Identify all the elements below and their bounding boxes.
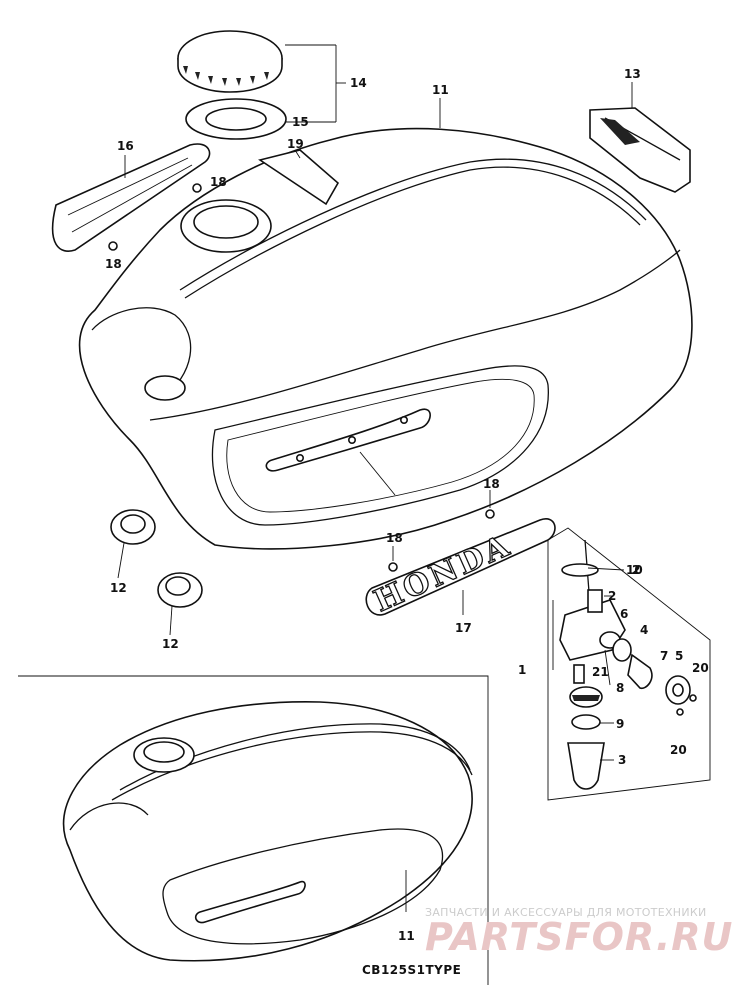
callout-13: 13 [624,67,641,81]
callout-2: 2 [632,563,640,577]
fuel-cap [177,30,346,140]
fuel-tank-main [78,98,693,550]
fuel-cock-assembly [547,527,711,801]
watermark-tagline: ЗАПЧАСТИ И АКСЕССУАРЫ ДЛЯ МОТОТЕХНИКИ [425,906,707,919]
callout-19: 19 [287,137,304,151]
callout-17: 17 [455,621,472,635]
callout-18: 18 [210,175,227,189]
callout-12: 12 [162,637,179,651]
callout-9: 9 [616,717,624,731]
callout-18: 18 [483,477,500,491]
inset-variant: CB125S1TYPE [18,675,489,985]
callout-20: 20 [692,661,709,675]
callout-11: 11 [432,83,449,97]
callout-14: 14 [350,76,367,90]
callout-7: 7 [660,649,668,663]
callout-1: 1 [518,663,526,677]
callout-labels: 1 2 2 3 4 5 6 7 8 9 10 11 11 12 12 13 14… [105,67,709,943]
callout-20: 20 [670,743,687,757]
watermark: ЗАПЧАСТИ И АКСЕССУАРЫ ДЛЯ МОТОТЕХНИКИ PA… [425,906,733,959]
callout-21: 21 [592,665,609,679]
grommets-12 [110,509,203,636]
callout-18: 18 [386,531,403,545]
rubber-13 [589,82,691,193]
screws-18 [108,183,495,572]
callout-12: 12 [110,581,127,595]
callout-8: 8 [616,681,624,695]
callout-15: 15 [292,115,309,129]
callout-18: 18 [105,257,122,271]
inset-caption: CB125S1TYPE [362,963,461,977]
callout-5: 5 [675,649,683,663]
strip-19 [258,149,340,206]
callout-4: 4 [640,623,648,637]
side-trim-16 [51,143,211,252]
callout-6: 6 [620,607,628,621]
callout-10: 10 [626,563,643,577]
watermark-brand: PARTSFOR.RU [425,915,733,959]
callout-11: 11 [398,929,415,943]
callout-2: 2 [608,589,616,603]
callout-16: 16 [117,139,134,153]
callout-3: 3 [618,753,626,767]
